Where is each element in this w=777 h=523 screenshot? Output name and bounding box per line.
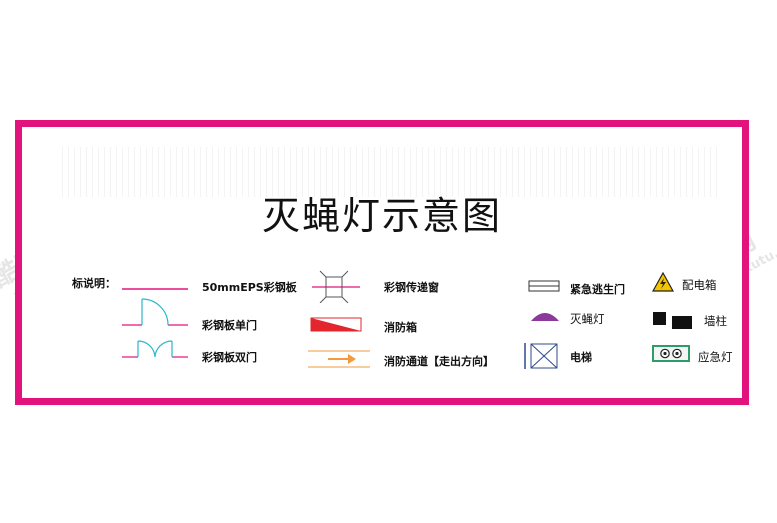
- distribution-box-symbol: [652, 272, 674, 292]
- emergency-door-label: 紧急逃生门: [570, 283, 625, 296]
- double-door-symbol: [122, 340, 188, 358]
- fire-exit-symbol: [308, 350, 370, 368]
- diagram-frame: 灭蝇灯示意图 标说明： 50mmEPS彩钢板 彩钢板单门 彩钢板双门 彩钢传递窗…: [15, 120, 749, 405]
- pass-window-label: 彩钢传递窗: [384, 281, 439, 294]
- diagram-title: 灭蝇灯示意图: [261, 194, 502, 238]
- fire-box-symbol: [310, 317, 362, 332]
- eps-panel-symbol: [122, 288, 188, 290]
- fire-box-label: 消防箱: [384, 321, 417, 334]
- elevator-label: 电梯: [570, 351, 592, 364]
- pass-window-symbol: [312, 270, 360, 303]
- fire-exit-label: 消防通道【走出方向】: [384, 355, 494, 368]
- distribution-box-label: 配电箱: [682, 278, 717, 292]
- fly-lamp-symbol: [531, 313, 559, 321]
- background-stripes: [62, 147, 722, 197]
- emergency-light-label: 应急灯: [698, 350, 733, 364]
- wall-column-label: 墙柱: [704, 314, 727, 328]
- single-door-label: 彩钢板单门: [202, 319, 257, 332]
- legend-label: 标说明：: [72, 277, 116, 290]
- emergency-door-symbol: [528, 280, 560, 292]
- eps-panel-label: 50mmEPS彩钢板: [202, 281, 297, 294]
- single-door-symbol: [122, 298, 188, 326]
- emergency-light-symbol: [652, 345, 690, 362]
- double-door-label: 彩钢板双门: [202, 351, 257, 364]
- fly-lamp-label: 灭蝇灯: [570, 312, 605, 326]
- wall-column-symbol: [653, 312, 692, 329]
- elevator-symbol: [524, 343, 558, 369]
